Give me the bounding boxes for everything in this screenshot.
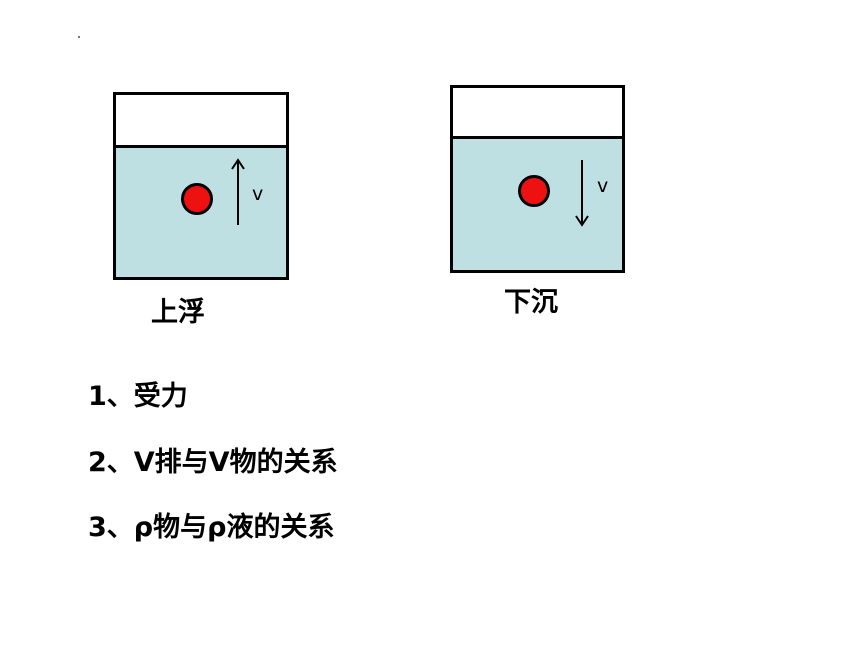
question-2: 2、V排与V物的关系 xyxy=(88,447,338,478)
right-container: v xyxy=(450,85,625,273)
stray-dot xyxy=(78,36,80,38)
question-1: 1、受力 xyxy=(88,381,188,412)
right-down-arrow-icon xyxy=(575,160,589,227)
right-caption-sink: 下沉 xyxy=(504,287,558,318)
left-up-arrow-icon xyxy=(231,158,245,225)
left-caption-float: 上浮 xyxy=(151,297,205,328)
left-ball xyxy=(181,183,213,215)
left-container: v xyxy=(113,92,289,280)
left-velocity-label: v xyxy=(252,183,264,205)
question-3: 3、ρ物与ρ液的关系 xyxy=(88,512,335,543)
right-velocity-label: v xyxy=(597,175,609,197)
right-ball xyxy=(518,175,550,207)
